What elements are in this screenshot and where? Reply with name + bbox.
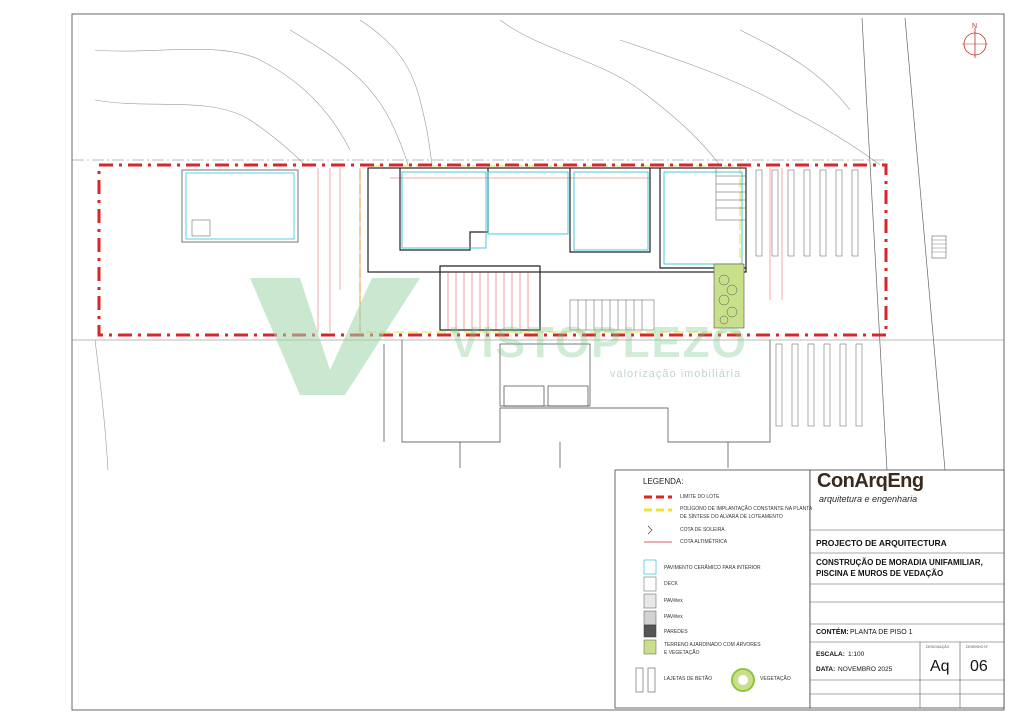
north-arrow-icon: [962, 28, 988, 58]
legend-item-vegetacao: VEGETAÇÃO: [760, 676, 791, 682]
legend-item-terreno: TERRENO AJARDINADO COM ÁRVORES: [664, 642, 761, 648]
pool-outline: [181, 169, 299, 243]
project-line-1: CONSTRUÇÃO DE MORADIA UNIFAMILIAR,: [816, 558, 983, 567]
pool-steps: [191, 219, 211, 237]
legend-item-pav2: PAVêtex: [664, 614, 683, 620]
legend-item-deck: DECK: [664, 581, 678, 587]
company-tagline: arquitetura e engenharia: [819, 494, 918, 504]
planter-trees: [718, 274, 738, 325]
company-logo: ConArqEng: [817, 470, 924, 492]
legend-item-pav1: PAVêtex: [664, 598, 683, 604]
sheet-number: 06: [970, 658, 988, 675]
scale-label: ESCALA:: [816, 651, 845, 658]
vegetation-icon: [731, 668, 755, 692]
content-label: CONTÉM:: [816, 629, 849, 636]
lower-building: [383, 340, 771, 468]
legend-swatches: [635, 495, 672, 693]
interior-floor: [401, 171, 743, 265]
road-stair-steps: [932, 239, 946, 253]
building-walls: [367, 167, 747, 331]
sheet-label: DESENHO Nº: [966, 645, 989, 649]
concrete-slabs-top: [755, 169, 859, 257]
stair-treads-center: [569, 299, 655, 331]
legend-item-cota-altimetrica: COTA ALTIMÉTRICA: [680, 539, 728, 545]
designation-value: Aq: [930, 658, 950, 675]
concrete-slabs-bottom: [775, 343, 863, 427]
implantation-polygon: [359, 165, 741, 333]
pool-water: [185, 172, 295, 240]
designation-label: DESIGNAÇÃO: [926, 645, 950, 649]
terrain-contours: [94, 19, 881, 471]
sheet-frame: [71, 13, 1005, 711]
title-block: [809, 469, 1005, 709]
legend-item-pavimento: PAVIMENTO CERÂMICO PARA INTERIOR: [664, 565, 761, 571]
watermark-logo-icon: [250, 278, 420, 395]
legend-item-paredes: PAREDES: [664, 629, 688, 635]
legend-item-limite: LIMITE DO LOTE: [680, 494, 720, 500]
scale-value: 1:100: [848, 651, 865, 658]
lot-limit: [97, 163, 888, 337]
legend-item-cota-soleira: COTA DE SOLEIRA: [680, 527, 725, 533]
legend-title: LEGENDA:: [643, 477, 684, 486]
road-stairs: [931, 235, 947, 259]
project-type: PROJECTO DE ARQUITECTURA: [816, 538, 947, 548]
stair-treads-left: [447, 272, 529, 330]
project-line-2: PISCINA E MUROS DE VEDAÇÃO: [816, 569, 944, 578]
legend-item-poligono: POLÍGONO DE IMPLANTAÇÃO CONSTANTE NA PLA…: [680, 506, 813, 512]
dimension-lines: [317, 168, 783, 332]
date-value: NOVEMBRO 2025: [838, 666, 893, 673]
content-value: PLANTA DE PISO 1: [850, 629, 913, 636]
legend-item-poligono-2: DE SÍNTESE DO ALVARÁ DE LOTEAMENTO: [680, 514, 783, 520]
watermark-text: VISTOPLEZO: [450, 318, 748, 367]
north-label: N: [972, 23, 977, 30]
title-block-rules: [810, 529, 1004, 708]
legend-item-lajetas: LAJETAS DE BETÃO: [664, 676, 712, 682]
legend-item-terreno-2: E VEGETAÇÃO: [664, 650, 700, 656]
garden-planter: [713, 263, 745, 329]
watermark-subtitle: valorização imobiliária: [610, 368, 742, 380]
stair-treads-right: [715, 167, 747, 221]
date-label: DATA:: [816, 666, 836, 673]
